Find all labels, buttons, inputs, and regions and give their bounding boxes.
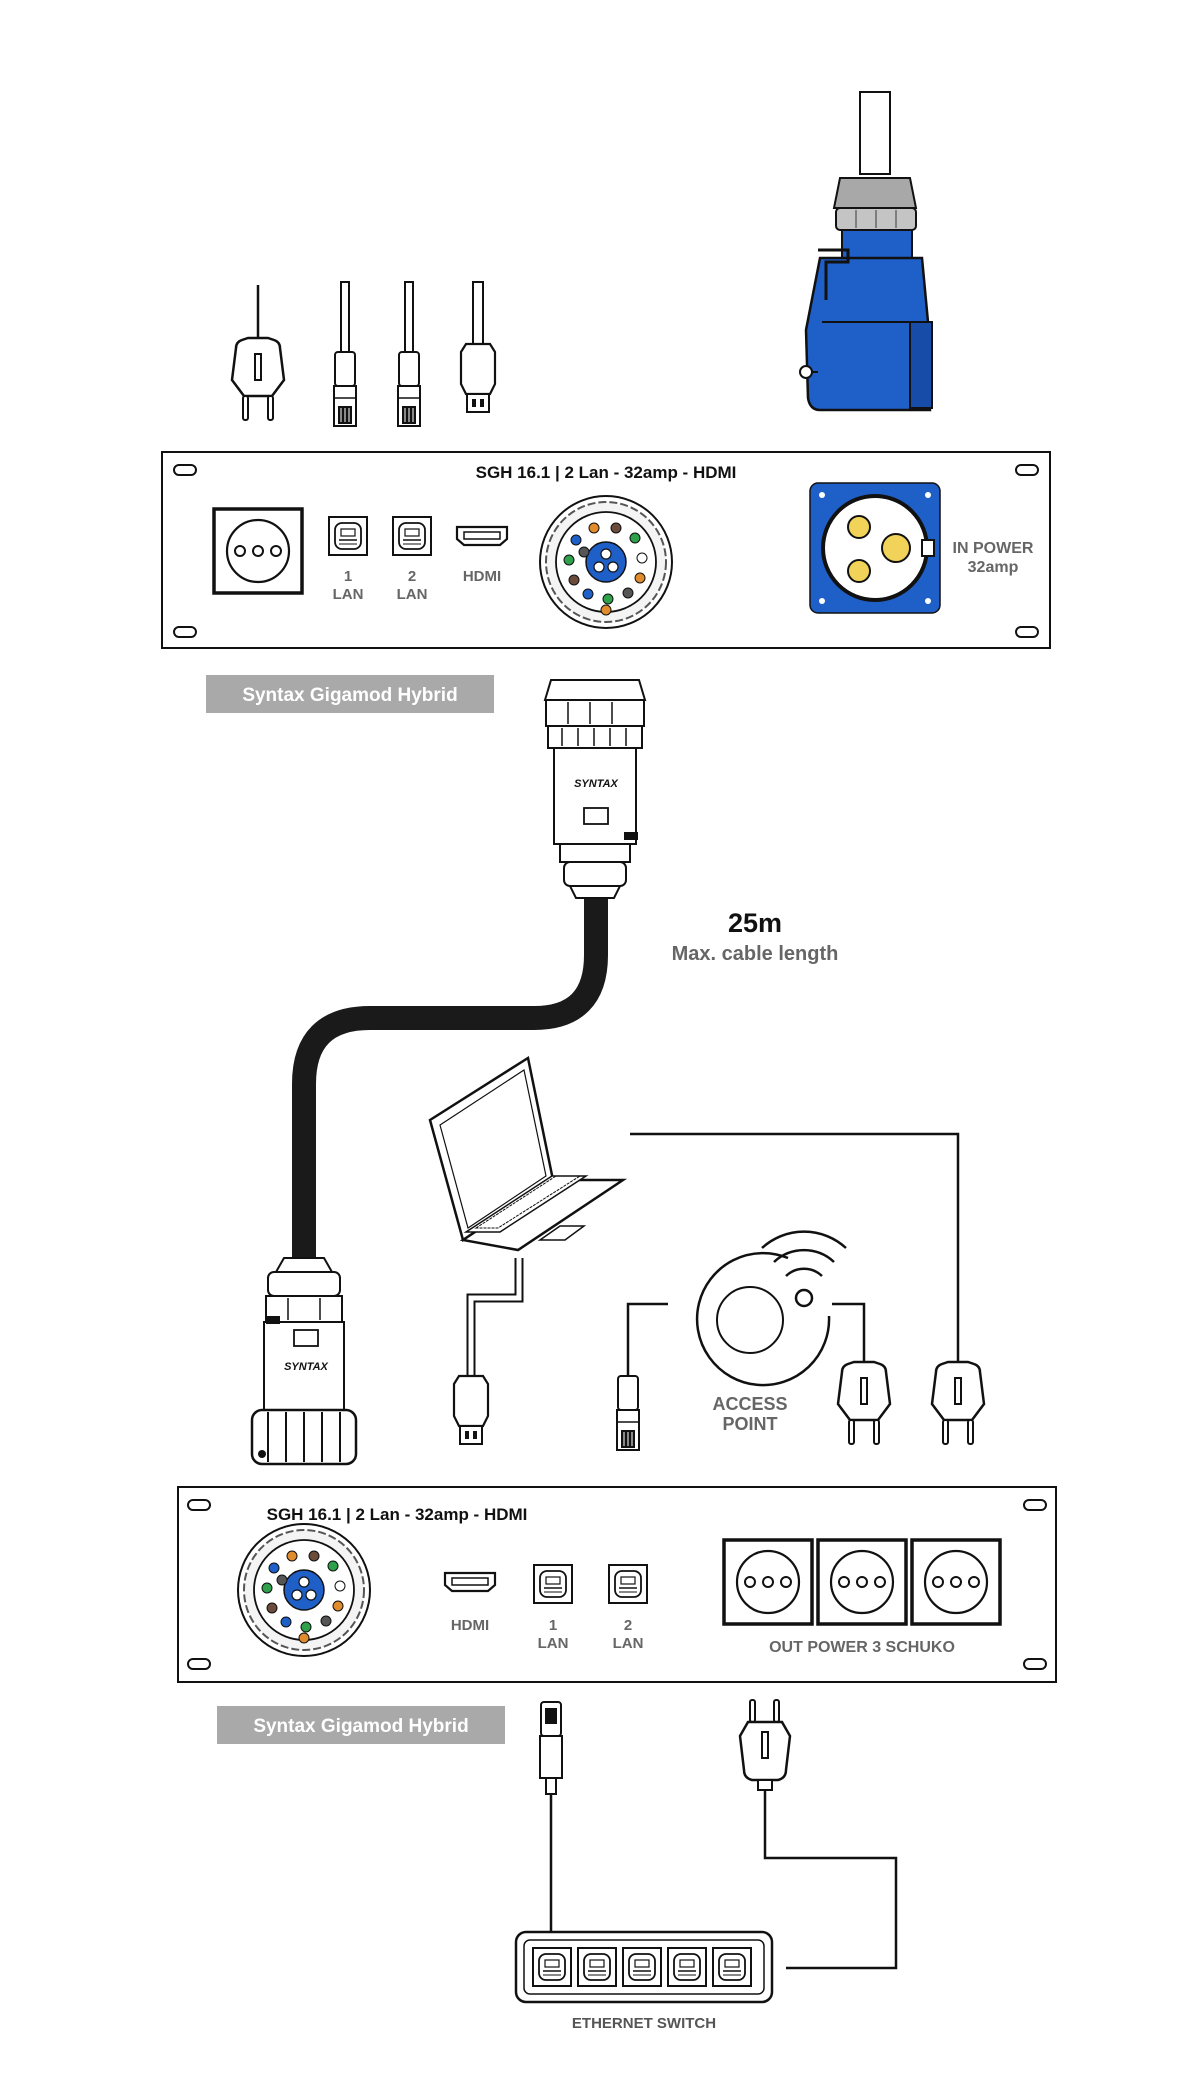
bottom-multipin-connector[interactable]: [237, 1523, 371, 1657]
bottom-lan1-number: 1: [549, 1617, 557, 1634]
bottom-schuko-socket-3[interactable]: [910, 1538, 1002, 1626]
ap-power-cable: [832, 1302, 866, 1362]
switch-power-cable: [763, 1790, 898, 1970]
top-lan-plug-1: [333, 281, 357, 427]
ap-lan-plug: [616, 1375, 640, 1451]
access-point-label-1: ACCESS: [712, 1394, 787, 1414]
bottom-lan1-socket[interactable]: [533, 1564, 573, 1604]
cable-length: 25m: [728, 908, 782, 938]
top-lan1-socket[interactable]: [328, 516, 368, 556]
out-power-label: OUT POWER 3 SCHUKO: [769, 1639, 955, 1656]
upper-cable-connector: [543, 679, 647, 899]
laptop-power-cable: [630, 1132, 960, 1362]
bottom-panel-title: SGH 16.1 | 2 Lan - 32amp - HDMI: [267, 1505, 528, 1524]
bottom-hdmi-socket[interactable]: [443, 1571, 497, 1593]
top-lan2-socket[interactable]: [392, 516, 432, 556]
access-point-icon: [695, 1230, 847, 1387]
access-point-label-2: POINT: [722, 1414, 777, 1434]
top-brand-badge: Syntax Gigamod Hybrid: [206, 675, 494, 713]
upper-connector-logo: SYNTAX: [574, 778, 618, 790]
laptop-icon: [428, 1055, 628, 1252]
hybrid-cable: [292, 895, 608, 1262]
top-multipin-connector[interactable]: [539, 495, 673, 629]
top-lan2-number: 2: [408, 568, 416, 585]
switch-port-2[interactable]: [577, 1947, 617, 1987]
top-hdmi-plug: [459, 281, 497, 414]
bottom-brand-text: Syntax Gigamod Hybrid: [253, 1716, 468, 1737]
hdmi-cable-to-laptop: [452, 1258, 524, 1446]
bottom-lan2-socket[interactable]: [608, 1564, 648, 1604]
cee-32amp-plug: [799, 91, 933, 412]
bottom-lan2-number: 2: [624, 1617, 632, 1634]
bottom-schuko-socket-1[interactable]: [722, 1538, 814, 1626]
bottom-lan2-text: LAN: [613, 1635, 644, 1652]
ap-lan-cable: [626, 1302, 668, 1376]
bottom-brand-badge: Syntax Gigamod Hybrid: [217, 1706, 505, 1744]
bottom-lan1-text: LAN: [538, 1635, 569, 1652]
cable-length-caption: Max. cable length: [672, 943, 839, 965]
bottom-schuko-socket-2[interactable]: [816, 1538, 908, 1626]
top-panel-title: SGH 16.1 | 2 Lan - 32amp - HDMI: [476, 463, 737, 482]
top-lan1-text: LAN: [333, 586, 364, 603]
top-hdmi-socket[interactable]: [455, 525, 509, 547]
switch-port-1[interactable]: [532, 1947, 572, 1987]
switch-port-3[interactable]: [622, 1947, 662, 1987]
top-lan1-number: 1: [344, 568, 352, 585]
in-power-amps: 32amp: [968, 559, 1019, 576]
switch-port-4[interactable]: [667, 1947, 707, 1987]
switch-power-plug: [738, 1699, 792, 1791]
top-cee-inlet[interactable]: [809, 482, 941, 614]
ethernet-switch-label: ETHERNET SWITCH: [572, 2015, 716, 2032]
top-lan2-text: LAN: [397, 586, 428, 603]
switch-lan-plug: [539, 1701, 563, 1795]
ap-power-plug: [836, 1360, 892, 1446]
bottom-hdmi-label: HDMI: [451, 1617, 489, 1634]
top-schuko-plug: [230, 285, 286, 422]
switch-port-5[interactable]: [712, 1947, 752, 1987]
lower-connector-logo: SYNTAX: [284, 1361, 328, 1373]
top-lan-plug-2: [397, 281, 421, 427]
laptop-power-plug: [930, 1360, 986, 1446]
top-schuko-socket[interactable]: [212, 507, 304, 595]
in-power-label: IN POWER: [953, 540, 1034, 557]
top-brand-text: Syntax Gigamod Hybrid: [242, 685, 457, 706]
top-hdmi-label: HDMI: [463, 568, 501, 585]
lower-cable-connector: [250, 1257, 358, 1466]
